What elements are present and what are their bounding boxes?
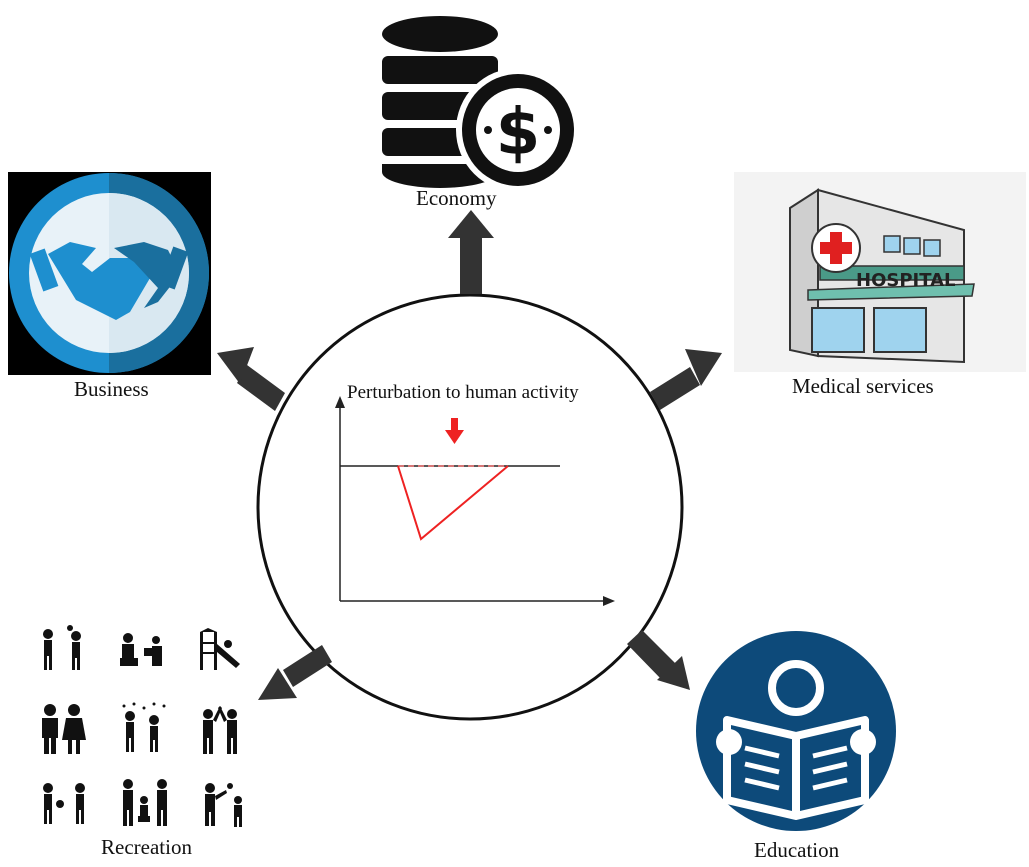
- education-label: Education: [754, 838, 840, 862]
- perturbation-chart: [335, 396, 615, 606]
- arrow-medical: [650, 349, 722, 410]
- perturbation-line: [397, 465, 509, 541]
- hospital-icon: HOSPITAL: [734, 172, 1026, 372]
- hospital-sign: HOSPITAL: [856, 270, 956, 291]
- handshake-icon: [8, 172, 211, 375]
- arrow-education: [627, 630, 690, 690]
- business-label: Business: [74, 377, 149, 401]
- arrow-recreation: [258, 645, 332, 700]
- svg-text:$: $: [496, 96, 541, 170]
- reading-book-icon: [696, 631, 896, 831]
- database-dollar-icon: $: [382, 16, 580, 190]
- central-circle: [256, 293, 684, 721]
- center-title: Perturbation to human activity: [347, 382, 579, 403]
- x-axis-arrowhead: [603, 596, 615, 606]
- people-activities-icon: [42, 625, 242, 827]
- arrow-business: [217, 347, 285, 411]
- economy-label: Economy: [416, 186, 497, 210]
- medical-label: Medical services: [792, 374, 934, 398]
- shock-arrow-shaft: [451, 418, 458, 432]
- arrow-economy: [448, 210, 494, 294]
- shock-arrow-head: [445, 430, 464, 444]
- y-axis-arrowhead: [335, 396, 345, 408]
- recreation-label: Recreation: [101, 835, 192, 859]
